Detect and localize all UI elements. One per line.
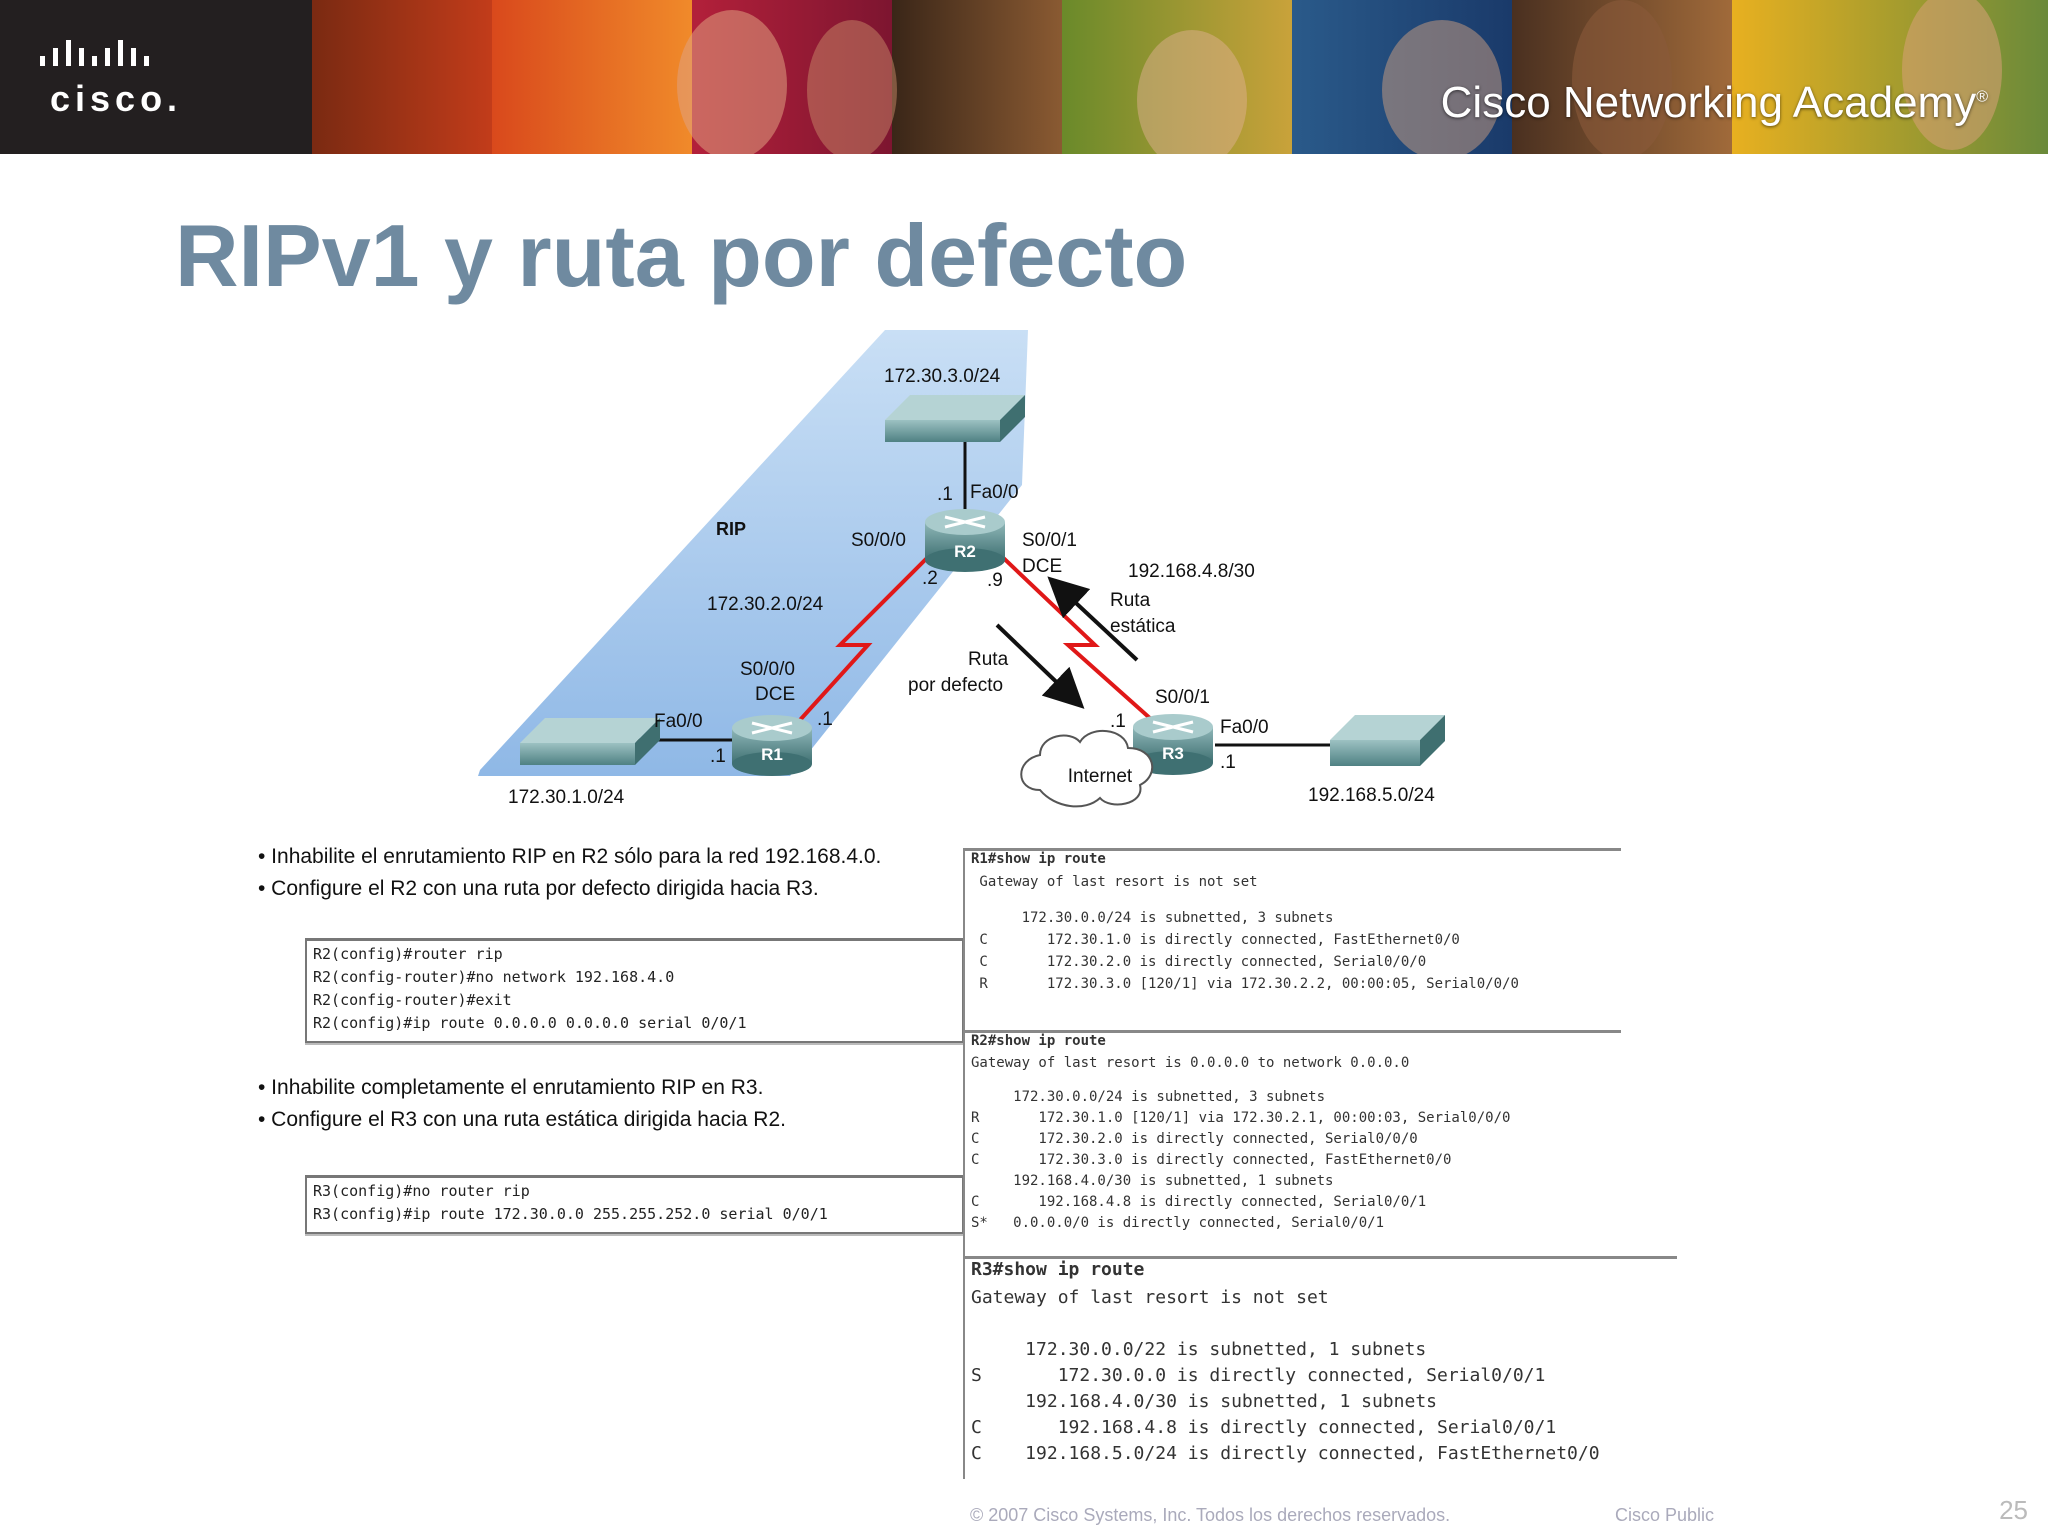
config-line: R3(config)#no router rip — [313, 1182, 530, 1200]
output-line: 192.168.4.0/30 is subnetted, 1 subnets — [971, 1173, 1334, 1189]
instruction-item: • Inhabilite el enrutamiento RIP en R2 s… — [258, 845, 882, 868]
output-line: S* 0.0.0.0/0 is directly connected, Seri… — [971, 1215, 1385, 1231]
ruta-defecto-line1: Ruta — [968, 649, 1009, 670]
output-line: 172.30.0.0/24 is subnetted, 3 subnets — [971, 1089, 1326, 1105]
net-r1-r2-label: 172.30.2.0/24 — [707, 594, 824, 615]
r2-s000-label: S0/0/0 — [851, 530, 906, 551]
cisco-logo-text: cisco. — [50, 78, 183, 119]
config-line: R2(config-router)#exit — [313, 991, 512, 1009]
output-line: C 172.30.2.0 is directly connected, Seri… — [971, 1131, 1418, 1147]
output-line: C 192.168.5.0/24 is directly connected, … — [971, 1443, 1600, 1464]
classification-text: Cisco Public — [1615, 1505, 1715, 1525]
r3-s001-label: S0/0/1 — [1155, 687, 1210, 708]
page-number: 25 — [1999, 1495, 2028, 1525]
internet-label: Internet — [1068, 766, 1133, 787]
internet-cloud-icon: Internet — [1020, 729, 1154, 808]
output-line: R3#show ip route — [971, 1259, 1145, 1280]
rip-area-label: RIP — [716, 519, 746, 539]
net-r2-lan-label: 172.30.3.0/24 — [884, 366, 1001, 387]
config-line: R3(config)#ip route 172.30.0.0 255.255.2… — [313, 1205, 828, 1223]
net-r3-lan-label: 192.168.5.0/24 — [1308, 785, 1435, 806]
serial-link-r2-r3 — [993, 548, 1154, 722]
instructions-r3: • Inhabilite completamente el enrutamien… — [258, 1076, 786, 1140]
ruta-defecto-arrow — [995, 623, 1085, 709]
r2-fa-label: Fa0/0 — [970, 482, 1019, 503]
r2-dce-label: DCE — [1022, 556, 1062, 577]
output-line: C 172.30.3.0 is directly connected, Fast… — [971, 1152, 1452, 1168]
output-line: S 172.30.0.0 is directly connected, Seri… — [971, 1365, 1546, 1386]
r3-ip-serial-label: .1 — [1110, 711, 1126, 732]
ruta-defecto-line2: por defecto — [908, 675, 1003, 696]
net-r2-r3-label: 192.168.4.8/30 — [1128, 561, 1255, 582]
output-r1-box: R1#show ip route Gateway of last resort … — [963, 848, 1621, 1031]
output-r2-box: R2#show ip route Gateway of last resort … — [963, 1030, 1621, 1257]
config-r2-box: R2(config)#router rip R2(config-router)#… — [305, 938, 964, 1043]
r1-dce-label: DCE — [755, 684, 795, 705]
instruction-item: • Configure el R2 con una ruta por defec… — [258, 877, 819, 900]
router-r2-icon: R2 — [925, 509, 1005, 572]
r1-ip-fa-label: .1 — [710, 746, 726, 767]
r2-fa-ip-label: .1 — [937, 484, 953, 505]
instruction-item: • Configure el R3 con una ruta estática … — [258, 1108, 786, 1131]
r3-ip-fa-label: .1 — [1220, 752, 1236, 773]
router-r1-icon: R1 — [732, 715, 812, 776]
instructions-r2: • Inhabilite el enrutamiento RIP en R2 s… — [258, 845, 881, 909]
network-diagram: RIP R2 R1 R3 — [478, 330, 1445, 808]
output-line: 192.168.4.0/30 is subnetted, 1 subnets — [971, 1391, 1437, 1412]
switch-r1-lan-icon — [520, 718, 660, 765]
output-line: R2#show ip route — [971, 1033, 1106, 1049]
r2-ip-left-label: .2 — [922, 568, 938, 589]
ruta-estatica-line1: Ruta — [1110, 590, 1151, 611]
registered-mark: ® — [1976, 88, 1988, 106]
net-r1-lan-label: 172.30.1.0/24 — [508, 787, 625, 808]
output-line — [965, 896, 1621, 910]
r1-ip-serial-label: .1 — [817, 709, 833, 730]
banner-photo-strip — [312, 0, 2048, 154]
switch-r2-lan-icon — [885, 395, 1025, 442]
switch-r3-lan-icon — [1330, 715, 1445, 766]
output-line: Gateway of last resort is 0.0.0.0 to net… — [971, 1055, 1410, 1071]
config-line: R2(config)#router rip — [313, 945, 503, 963]
cisco-bars-icon — [40, 40, 149, 66]
ruta-estatica-line2: estática — [1110, 616, 1176, 637]
cisco-logo: cisco. — [0, 0, 312, 154]
r3-fa-label: Fa0/0 — [1220, 717, 1269, 738]
router-r3-label: R3 — [1162, 744, 1184, 763]
output-line: C 192.168.4.8 is directly connected, Ser… — [971, 1417, 1557, 1438]
output-line: C 172.30.1.0 is directly connected, Fast… — [971, 932, 1460, 948]
copyright-text: © 2007 Cisco Systems, Inc. Todos los der… — [970, 1505, 1451, 1525]
output-line: C 172.30.2.0 is directly connected, Seri… — [971, 954, 1427, 970]
output-line: 172.30.0.0/22 is subnetted, 1 subnets — [971, 1339, 1427, 1360]
output-line: C 192.168.4.8 is directly connected, Ser… — [971, 1194, 1427, 1210]
output-line: 172.30.0.0/24 is subnetted, 3 subnets — [971, 910, 1334, 926]
output-line: R 172.30.3.0 [120/1] via 172.30.2.2, 00:… — [971, 976, 1519, 992]
config-line: R2(config)#ip route 0.0.0.0 0.0.0.0 seri… — [313, 1014, 747, 1032]
output-line — [965, 1077, 1621, 1089]
output-line — [965, 1315, 1677, 1339]
router-r2-label: R2 — [954, 542, 976, 561]
r2-ip-right-label: .9 — [987, 570, 1003, 591]
header-banner: cisco. Cisco Networking Academy® — [0, 0, 2048, 154]
output-r3-box: R3#show ip route Gateway of last resort … — [963, 1256, 1677, 1479]
r2-s001-label: S0/0/1 — [1022, 530, 1077, 551]
config-r3-box: R3(config)#no router rip R3(config)#ip r… — [305, 1175, 964, 1234]
output-line: Gateway of last resort is not set — [971, 874, 1258, 890]
ruta-estatica-arrow — [1047, 576, 1139, 662]
r1-s000-label: S0/0/0 — [740, 659, 795, 680]
config-line: R2(config-router)#no network 192.168.4.0 — [313, 968, 675, 986]
instruction-item: • Inhabilite completamente el enrutamien… — [258, 1076, 764, 1099]
slide-title: RIPv1 y ruta por defecto — [175, 206, 1188, 305]
router-r1-label: R1 — [761, 745, 783, 764]
output-line: R 172.30.1.0 [120/1] via 172.30.2.1, 00:… — [971, 1110, 1511, 1126]
serial-link-r1-r2 — [798, 548, 937, 722]
r1-fa-label: Fa0/0 — [654, 711, 703, 732]
output-line: R1#show ip route — [971, 851, 1106, 867]
academy-title: Cisco Networking Academy® — [1441, 78, 1988, 128]
academy-text: Cisco Networking Academy — [1440, 78, 1977, 127]
output-line: Gateway of last resort is not set — [971, 1287, 1329, 1308]
